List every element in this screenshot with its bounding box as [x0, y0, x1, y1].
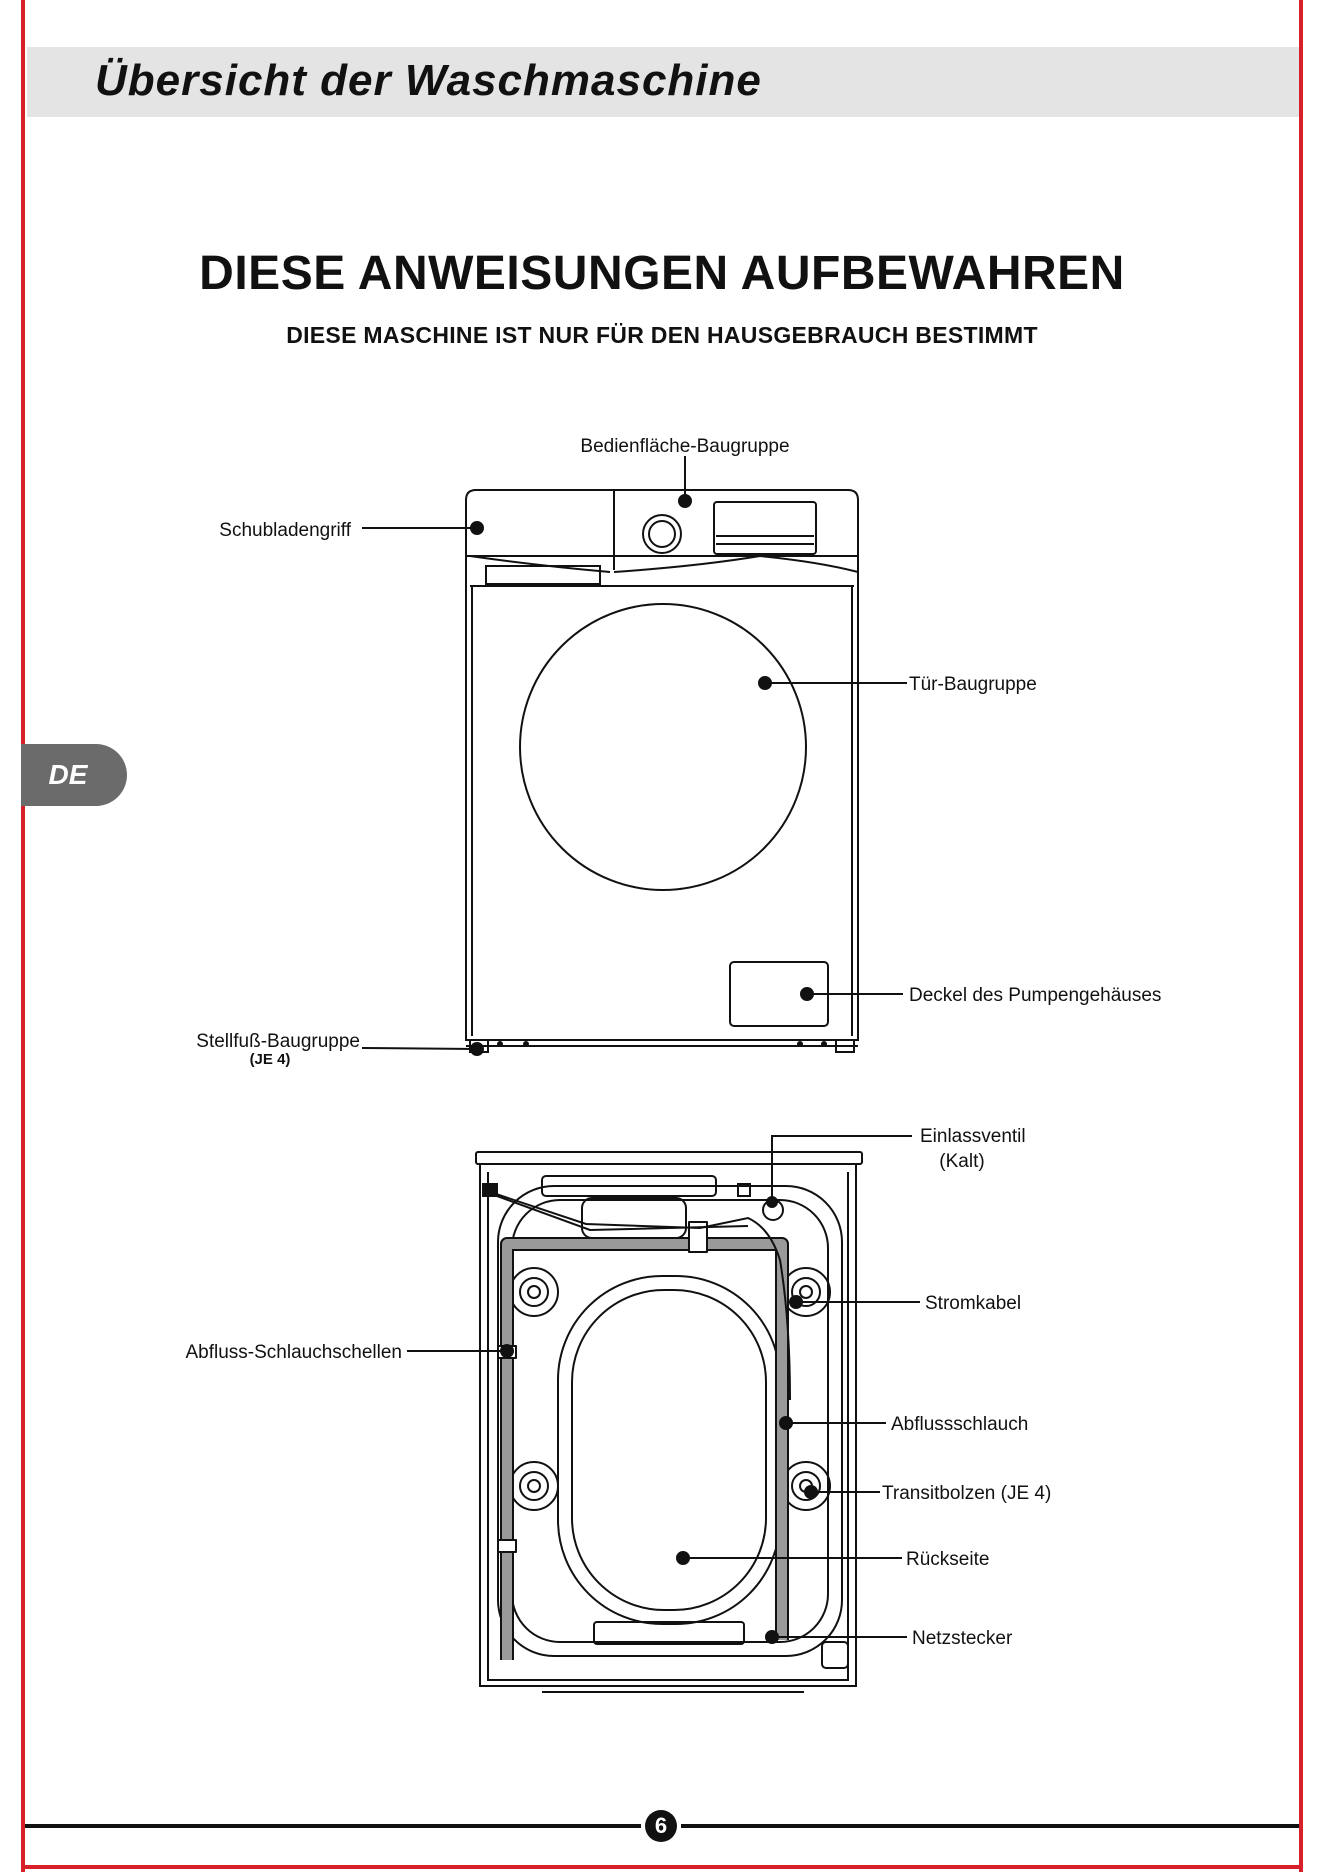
display-window [713, 501, 817, 555]
hose-clamp-top [688, 1221, 708, 1253]
front-callouts [361, 456, 907, 1056]
hose-clamp-left-low [497, 1539, 517, 1553]
label-transit-bolts: Transitbolzen (JE 4) [882, 1483, 1051, 1504]
label-drawer-handle: Schubladengriff [219, 520, 351, 541]
transit-bolt-bottom-right [781, 1461, 831, 1511]
drum-rear-outer [557, 1275, 781, 1625]
dot-door [758, 676, 772, 690]
inlet-valve-box [737, 1183, 751, 1197]
main-heading: DIESE ANWEISUNGEN AUFBEWAHREN [199, 247, 1125, 300]
language-tab-label: DE [48, 759, 88, 790]
drain-hose-fill [502, 1239, 787, 1660]
dot-inlet-valve [766, 1196, 778, 1208]
transit-bolt-top-left [509, 1267, 559, 1317]
program-knob-inner [648, 520, 676, 548]
top-bracket [581, 1197, 687, 1239]
dot-power-cable [789, 1295, 803, 1309]
program-knob-outer [642, 514, 682, 554]
bottom-border [21, 1865, 1303, 1869]
label-power-cable: Stromkabel [925, 1293, 1021, 1314]
page-number: 6 [645, 1810, 677, 1842]
power-cable [482, 1183, 791, 1401]
dot-feet [470, 1042, 484, 1056]
leader-inlet-valve [771, 1135, 912, 1202]
left-border [21, 0, 25, 1872]
drawer-front [469, 555, 611, 573]
foot-right [835, 1039, 855, 1053]
leader-feet [361, 1047, 477, 1050]
front-body [465, 556, 859, 1041]
base-screw-2 [523, 1041, 529, 1047]
label-feet: Stellfuß-Baugruppe [196, 1031, 360, 1052]
drawer-recess [485, 565, 601, 585]
top-strip [541, 1175, 717, 1197]
label-inlet-valve: Einlassventil [920, 1126, 1026, 1147]
page-number-text: 6 [654, 1813, 668, 1838]
label-door: Tür-Baugruppe [909, 674, 1037, 695]
dot-drawer-handle [470, 521, 484, 535]
sub-heading: DIESE MASCHINE IST NUR FÜR DEN HAUSGEBRA… [286, 322, 1038, 348]
page-title: Übersicht der Waschmaschine [95, 56, 762, 105]
drum-rear-inner [571, 1289, 767, 1611]
front-view [465, 489, 859, 1053]
footer-line-right [681, 1824, 1299, 1828]
dot-power-plug [765, 1630, 779, 1644]
corner-box [821, 1641, 849, 1669]
footer-line-left [25, 1824, 641, 1828]
header-band [27, 47, 1299, 117]
language-tab: DE [21, 744, 127, 806]
base-screw-1 [497, 1041, 503, 1047]
label-feet-qty: (JE 4) [250, 1051, 291, 1068]
label-back-side: Rückseite [906, 1549, 989, 1570]
dot-control-panel [678, 494, 692, 508]
bottom-recess [593, 1621, 745, 1645]
power-cable-line-2 [496, 1195, 749, 1232]
panel-lower-edge [613, 554, 859, 573]
label-power-plug: Netzstecker [912, 1628, 1013, 1649]
dot-pump-cover [800, 987, 814, 1001]
transit-bolt-bottom-left [509, 1461, 559, 1511]
drain-hose-outline [500, 1237, 789, 1660]
dot-drain-hose [779, 1416, 793, 1430]
right-border [1299, 0, 1303, 1872]
label-inlet-valve-note: (Kalt) [939, 1151, 984, 1172]
label-drain-clamps: Abfluss-Schlauchschellen [185, 1342, 402, 1363]
base-screw-4 [821, 1041, 827, 1047]
back-callouts [407, 1135, 920, 1644]
base-screw-3 [797, 1041, 803, 1047]
label-drain-hose: Abflussschlauch [891, 1414, 1028, 1435]
dot-back-side [676, 1551, 690, 1565]
door-ring [519, 603, 807, 891]
control-panel [465, 489, 859, 557]
label-pump-cover: Deckel des Pumpengehäuses [909, 985, 1161, 1006]
dot-drain-clamps [500, 1344, 514, 1358]
power-cable-line [489, 1191, 791, 1401]
dot-transit-bolts [804, 1485, 818, 1499]
label-control-panel: Bedienfläche-Baugruppe [580, 436, 789, 457]
drain-hose [497, 1221, 789, 1660]
transit-bolt-top-right [781, 1267, 831, 1317]
back-frame-outer [497, 1185, 843, 1657]
back-top-lid [475, 1151, 863, 1165]
back-panel-inner [487, 1172, 849, 1681]
